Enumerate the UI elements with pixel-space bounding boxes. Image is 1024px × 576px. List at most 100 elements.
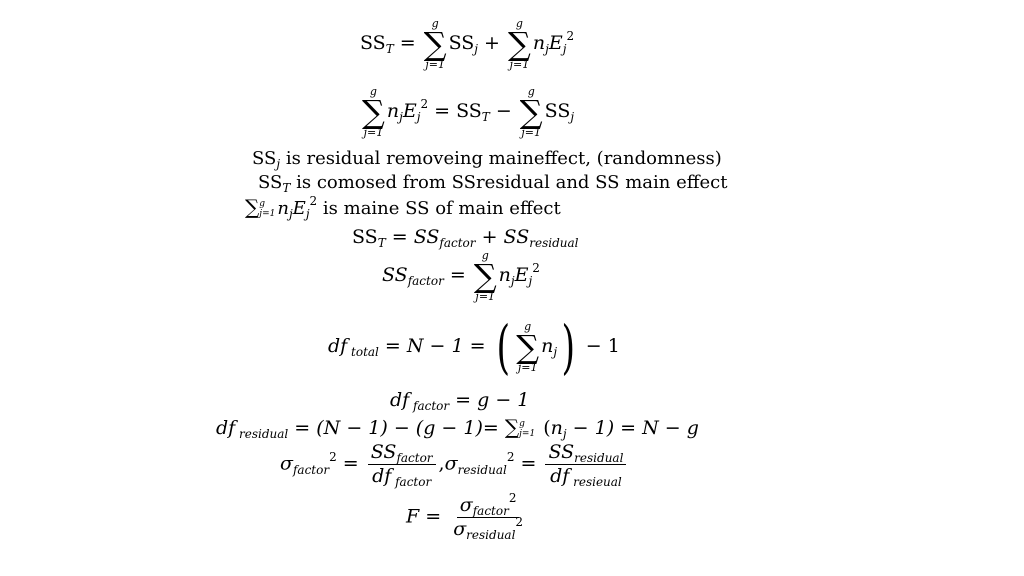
lower-limit: j=1 bbox=[425, 58, 445, 71]
sigma-icon: ∑ bbox=[508, 25, 531, 63]
text: n bbox=[532, 32, 546, 54]
subscript: j bbox=[545, 42, 549, 56]
upper-limit: g bbox=[369, 85, 377, 98]
text: + bbox=[478, 32, 506, 54]
text: − 1) = N − g bbox=[566, 417, 699, 439]
superscript: 2 bbox=[532, 261, 540, 275]
superscript: 2 bbox=[329, 449, 337, 464]
sigma-icon: ∑ bbox=[504, 415, 520, 439]
text: σ bbox=[453, 518, 467, 540]
summation: g∑j=1 bbox=[362, 86, 385, 138]
subscript: T bbox=[377, 236, 386, 250]
text: SS bbox=[544, 100, 571, 122]
text: = bbox=[443, 264, 472, 286]
text: df bbox=[216, 417, 236, 439]
text: = bbox=[428, 100, 457, 122]
text: SS bbox=[252, 148, 277, 169]
text: SS bbox=[503, 226, 530, 248]
upper-limit: g bbox=[481, 249, 489, 262]
subscript: residual bbox=[457, 462, 507, 477]
subscript: j bbox=[562, 42, 567, 56]
lower-limit: j=1 bbox=[475, 290, 496, 303]
subscript: factor bbox=[472, 504, 509, 518]
text: + bbox=[475, 226, 504, 248]
denominator: df resieual bbox=[547, 465, 625, 489]
text: − bbox=[489, 100, 518, 122]
superscript: 2 bbox=[506, 449, 515, 464]
text: SS bbox=[360, 32, 386, 54]
subscript: j bbox=[562, 427, 567, 441]
superscript: 2 bbox=[309, 194, 318, 208]
superscript: 2 bbox=[420, 97, 429, 111]
subscript: factor bbox=[292, 462, 330, 477]
upper-limit: g bbox=[519, 419, 525, 429]
left-paren-icon: ( bbox=[496, 313, 510, 381]
sigma-icon: ∑ bbox=[423, 25, 447, 63]
subscript: j bbox=[305, 207, 310, 221]
summation: g∑j=1 bbox=[424, 18, 447, 70]
text: = (N − 1) − (g − 1)= bbox=[288, 417, 505, 439]
superscript: 2 bbox=[515, 515, 524, 529]
upper-limit: g bbox=[524, 320, 532, 333]
subscript: j bbox=[510, 274, 515, 288]
denominator: σresidual2 bbox=[450, 515, 526, 542]
text: = g − 1 bbox=[449, 389, 530, 411]
text: σ bbox=[444, 452, 458, 475]
text: df bbox=[328, 335, 348, 357]
text: SS bbox=[456, 100, 482, 122]
text: = N − 1 = bbox=[378, 335, 492, 357]
upper-limit: g bbox=[259, 199, 266, 209]
note-sst: SST is comosed from SSresidual and SS ma… bbox=[258, 172, 728, 195]
subscript: factor bbox=[391, 475, 432, 489]
text: df bbox=[372, 465, 392, 487]
superscript: 2 bbox=[508, 491, 517, 505]
text: E bbox=[292, 198, 306, 219]
text: SS bbox=[382, 264, 408, 286]
subscript: residual bbox=[529, 236, 579, 250]
text: = bbox=[393, 32, 422, 54]
subscript: resieual bbox=[569, 475, 622, 489]
sigma-icon: ∑ bbox=[362, 93, 385, 131]
text: E bbox=[514, 264, 529, 286]
text: = bbox=[385, 226, 414, 248]
text: σ bbox=[280, 452, 293, 475]
subscript: j bbox=[528, 274, 533, 288]
text: SS bbox=[258, 172, 283, 193]
sigma-icon: ∑ bbox=[473, 257, 497, 295]
subscript: j bbox=[276, 157, 281, 171]
subscript: j bbox=[416, 110, 421, 124]
subscript: j bbox=[474, 42, 478, 56]
text: = bbox=[419, 505, 448, 528]
subscript: T bbox=[385, 42, 394, 56]
subscript: j bbox=[570, 110, 575, 124]
text: SS bbox=[352, 226, 378, 248]
lower-limit: j=1 bbox=[509, 58, 530, 71]
text: n bbox=[550, 417, 563, 439]
right-paren-icon: ) bbox=[561, 313, 576, 381]
text: F bbox=[406, 505, 420, 528]
text: SS bbox=[370, 441, 397, 463]
text: SS bbox=[548, 441, 575, 463]
equation-df-factor: df factor = g − 1 bbox=[390, 389, 530, 413]
subscript: residual bbox=[574, 451, 624, 465]
subscript: j bbox=[553, 345, 558, 359]
numerator: σfactor2 bbox=[456, 492, 520, 518]
text: σ bbox=[459, 494, 473, 516]
text: is maine SS of main effect bbox=[317, 198, 561, 219]
sigma-icon: ∑ bbox=[516, 328, 540, 366]
text: , bbox=[438, 452, 445, 475]
text: − 1 bbox=[579, 335, 620, 357]
subscript: factor bbox=[409, 399, 450, 413]
numerator: SSfactor bbox=[367, 441, 436, 465]
subscript: residual bbox=[466, 528, 516, 542]
summation: g∑j=1 bbox=[508, 18, 531, 70]
lower-limit: j=1 bbox=[519, 429, 536, 439]
